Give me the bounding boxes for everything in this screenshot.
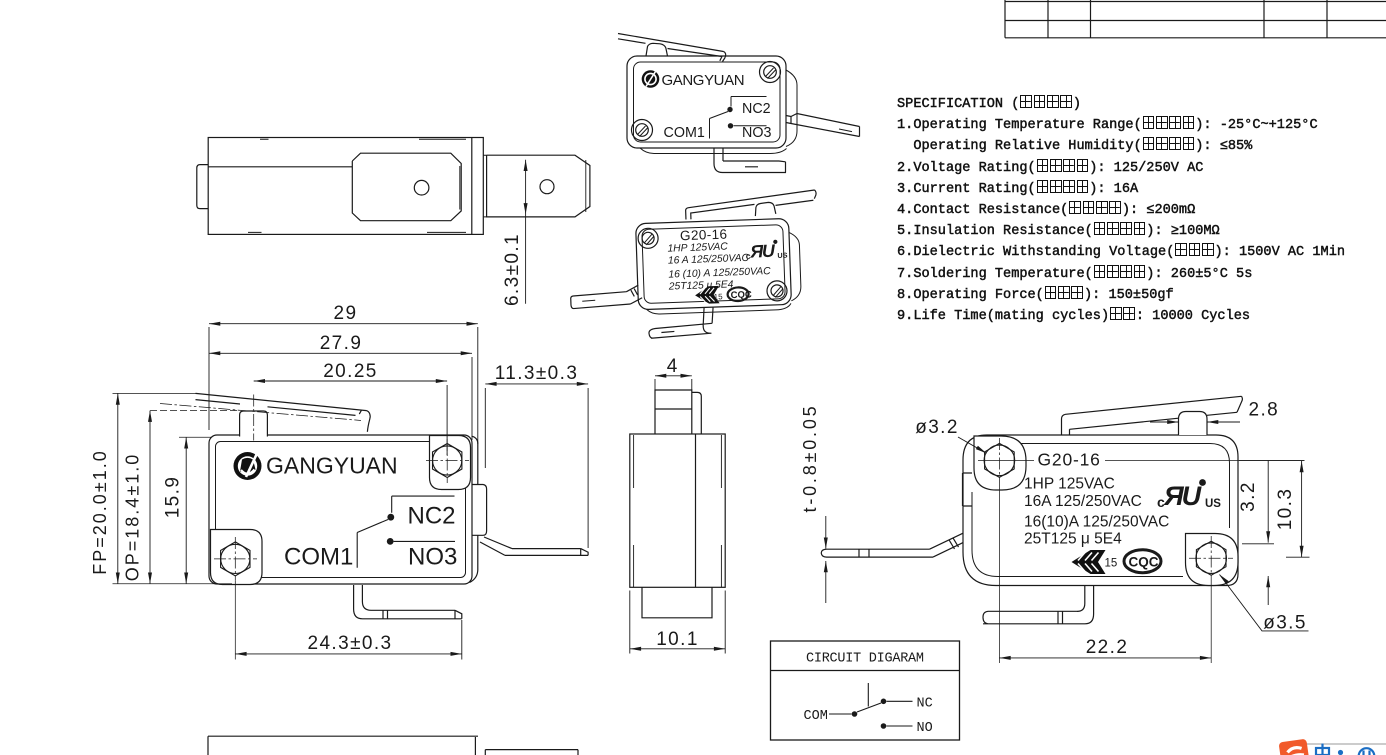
svg-text:25T125 μ 5E4: 25T125 μ 5E4 <box>668 279 734 292</box>
svg-text:10.1: 10.1 <box>656 629 699 650</box>
svg-text:COM: COM <box>804 709 828 724</box>
svg-text:3.2: 3.2 <box>1238 481 1259 512</box>
svg-text:NO: NO <box>917 721 933 736</box>
svg-text:16(10)A 125/250VAC: 16(10)A 125/250VAC <box>1024 514 1169 531</box>
svg-text:16 A 125/250VAC: 16 A 125/250VAC <box>668 253 750 267</box>
svg-text:c: c <box>746 251 751 261</box>
svg-text:25T125 μ 5E4: 25T125 μ 5E4 <box>1024 531 1122 548</box>
svg-text:15: 15 <box>1105 558 1118 570</box>
svg-text:OP=18.4±1.0: OP=18.4±1.0 <box>123 453 143 581</box>
svg-text:1HP 125VAC: 1HP 125VAC <box>667 242 728 255</box>
svg-text:16 (10) A 125/250VAC: 16 (10) A 125/250VAC <box>668 266 771 281</box>
svg-text:ø3.2: ø3.2 <box>915 417 959 438</box>
svg-text:10.3: 10.3 <box>1275 488 1296 531</box>
svg-text:1HP 125VAC: 1HP 125VAC <box>1024 476 1115 493</box>
svg-text:15: 15 <box>714 292 724 301</box>
svg-text:16A 125/250VAC: 16A 125/250VAC <box>1024 493 1142 510</box>
svg-text:COM1: COM1 <box>284 544 353 571</box>
svg-text:NC: NC <box>917 696 933 711</box>
svg-text:GANGYUAN: GANGYUAN <box>266 453 398 479</box>
svg-text:US: US <box>1205 498 1221 510</box>
svg-text:CIRCUIT DIGARAM: CIRCUIT DIGARAM <box>806 652 924 667</box>
svg-text:6.3±0.1: 6.3±0.1 <box>502 233 523 306</box>
svg-text:NO3: NO3 <box>408 544 457 571</box>
svg-text:G20-16: G20-16 <box>680 227 728 244</box>
svg-text:GANGYUAN: GANGYUAN <box>662 72 745 89</box>
svg-text:ø3.5: ø3.5 <box>1263 613 1307 634</box>
svg-text:G20-16: G20-16 <box>1038 450 1101 470</box>
svg-text:CQC: CQC <box>730 289 752 301</box>
svg-text:FP=20.0±1.0: FP=20.0±1.0 <box>90 449 110 574</box>
svg-text:24.3±0.3: 24.3±0.3 <box>307 633 392 654</box>
svg-text:ЯU: ЯU <box>749 241 776 262</box>
svg-text:27.9: 27.9 <box>320 333 363 354</box>
svg-text:29: 29 <box>334 303 358 324</box>
svg-text:NC2: NC2 <box>742 101 771 117</box>
svg-text:c: c <box>1157 494 1165 510</box>
svg-text:4: 4 <box>667 356 678 377</box>
svg-text:NC2: NC2 <box>408 503 456 530</box>
svg-text:US: US <box>777 251 788 260</box>
svg-text:22.2: 22.2 <box>1086 637 1129 658</box>
svg-text:2.8: 2.8 <box>1249 400 1280 421</box>
svg-text:NO3: NO3 <box>742 125 771 141</box>
svg-text:20.25: 20.25 <box>323 361 378 382</box>
svg-text:COM1: COM1 <box>664 125 705 141</box>
svg-text:CQC: CQC <box>1129 555 1159 570</box>
svg-text:ЯU: ЯU <box>1163 481 1203 511</box>
svg-text:11.3±0.3: 11.3±0.3 <box>495 363 579 384</box>
svg-text:t-0.8±0.05: t-0.8±0.05 <box>800 404 820 513</box>
svg-text:15.9: 15.9 <box>163 476 184 519</box>
